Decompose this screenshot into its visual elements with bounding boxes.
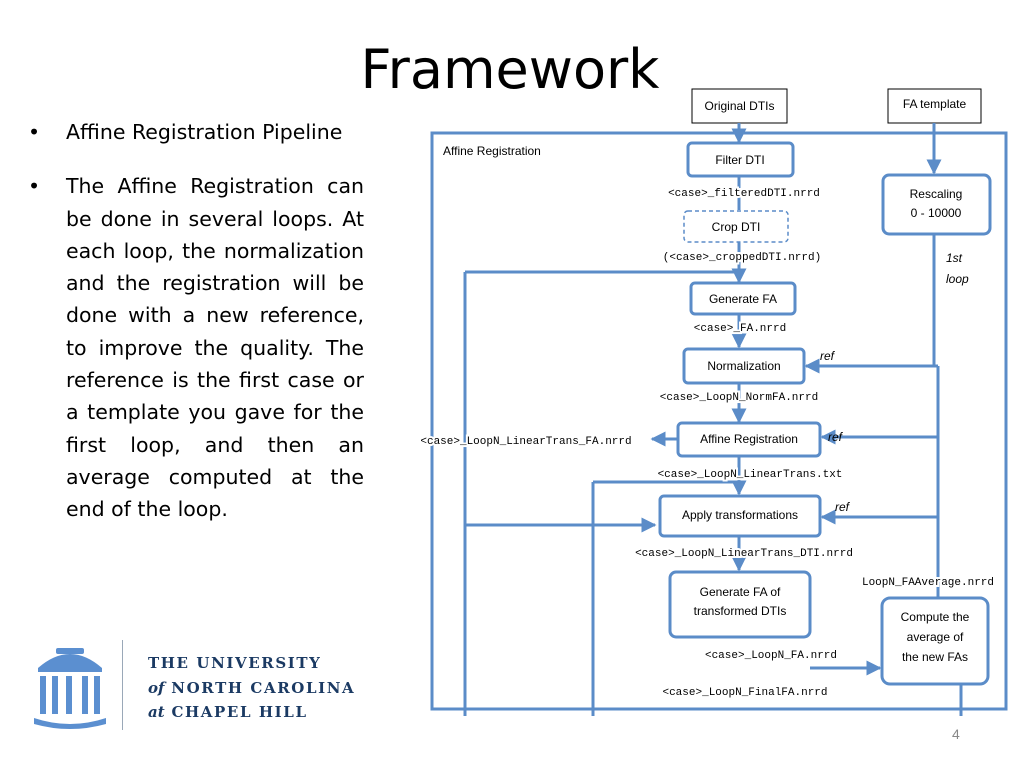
fa-template-label: FA template [903, 97, 967, 111]
filter-dti-label: Filter DTI [715, 153, 764, 167]
first-loop-label-2: loop [946, 272, 969, 286]
compute-average-box [880, 596, 990, 686]
rescaling-label-2: 0 - 10000 [911, 206, 962, 220]
affine-registration-label: Affine Registration [700, 432, 798, 446]
fa-average-file: LoopN_FAAverage.nrrd [862, 577, 994, 589]
compute-average-label-2: average of [907, 630, 964, 644]
fa-file: <case>_FA.nrrd [694, 323, 786, 335]
ref-label-affine: ref [828, 430, 844, 444]
affine-registration-container [430, 131, 1008, 711]
generate-fa-transformed-box [668, 570, 812, 639]
logo-line-2: of NORTH CAROLINA [148, 679, 355, 697]
first-loop-label-1: 1st [946, 251, 963, 265]
bullet-list: • Affine Registration Pipeline • The Affin… [28, 116, 364, 526]
generate-fa-transformed-label-1: Generate FA of [700, 585, 781, 599]
bullet-text: The Affine Registration can be done in s… [66, 174, 364, 522]
generate-fa-box [689, 281, 797, 316]
fa-template-box [887, 88, 982, 124]
final-fa-file: <case>_LoopN_FinalFA.nrrd [662, 687, 827, 699]
unc-logo [30, 640, 370, 730]
rescaling-label-1: Rescaling [910, 187, 963, 201]
logo-line-1: THE UNIVERSITY [148, 654, 322, 672]
generate-fa-transformed-label-2: transformed DTIs [694, 604, 787, 618]
loop-fa-file: <case>_LoopN_FA.nrrd [705, 650, 837, 662]
bullet-item: • The Affine Registration can be done in … [28, 170, 364, 525]
filter-dti-box [686, 141, 795, 178]
apply-transformations-box [658, 494, 822, 538]
cropped-dti-file: (<case>_croppedDTI.nrrd) [663, 252, 821, 264]
crop-dti-box [683, 210, 789, 243]
affine-registration-box [676, 421, 822, 458]
normfa-file: <case>_LoopN_NormFA.nrrd [660, 392, 818, 404]
logo-line-3-text: CHAPEL HILL [171, 703, 308, 721]
ref-label-apply: ref [835, 500, 851, 514]
logo-line-2-text: NORTH CAROLINA [171, 679, 356, 697]
bullet-dot: • [28, 120, 41, 144]
crop-dti-label: Crop DTI [712, 220, 761, 234]
logo-line-3-prefix: at [148, 703, 165, 721]
generate-fa-label: Generate FA [709, 292, 777, 306]
compute-average-label-1: Compute the [901, 610, 970, 624]
logo-divider [122, 640, 123, 730]
original-dtis-label: Original DTIs [704, 99, 774, 113]
old-well-icon [34, 648, 106, 729]
normalization-label: Normalization [707, 359, 780, 373]
bullet-dot: • [28, 174, 41, 199]
container-label: Affine Registration [443, 144, 541, 158]
linear-trans-txt-file: <case>_LoopN_LinearTrans.txt [658, 469, 843, 481]
bullet-text: Affine Registration Pipeline [66, 120, 343, 144]
page-number: 4 [952, 726, 960, 742]
linear-trans-fa-file: <case>_LoopN_LinearTrans_FA.nrrd [420, 436, 631, 448]
logo-line-3: at CHAPEL HILL [148, 703, 308, 721]
connector-lines [463, 123, 963, 716]
original-dtis-box [691, 88, 788, 124]
compute-average-label-3: the new FAs [902, 650, 968, 664]
slide-title: Framework [360, 38, 660, 101]
linear-trans-dti-file: <case>_LoopN_LinearTrans_DTI.nrrd [635, 548, 853, 560]
normalization-box [682, 347, 806, 385]
bullet-item: • Affine Registration Pipeline [28, 116, 364, 148]
filtered-dti-file: <case>_filteredDTI.nrrd [668, 188, 820, 200]
rescaling-box [881, 173, 992, 236]
ref-label-normalization: ref [820, 349, 836, 363]
logo-line-2-prefix: of [148, 679, 165, 697]
apply-transformations-label: Apply transformations [682, 508, 798, 522]
